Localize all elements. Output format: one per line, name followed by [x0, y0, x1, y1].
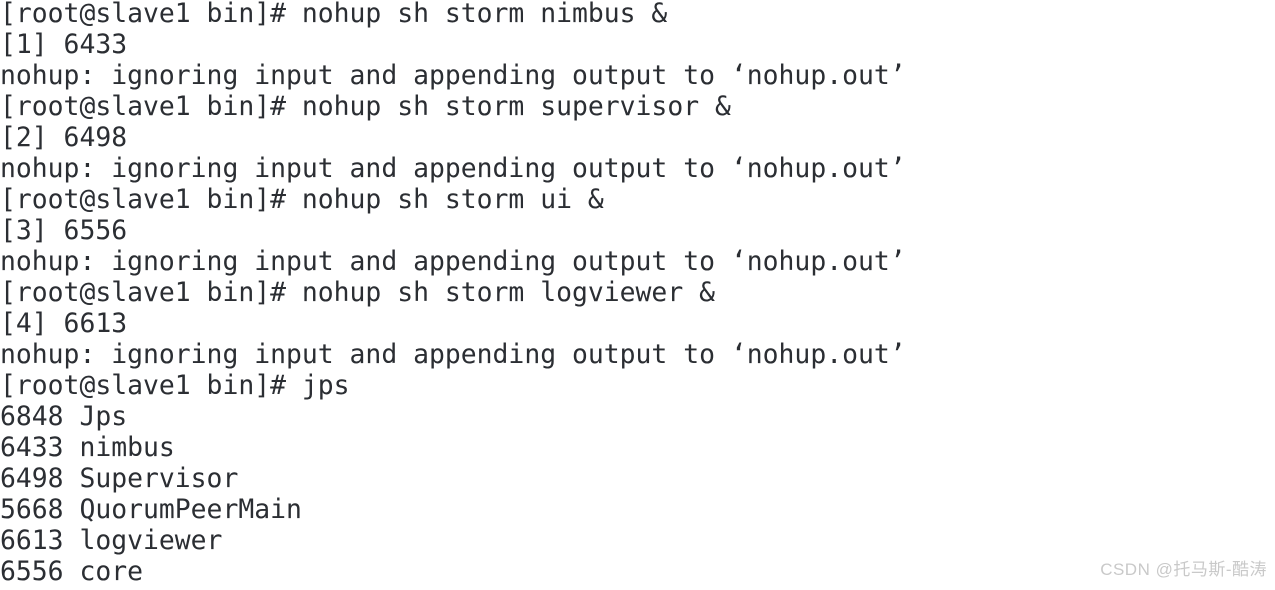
terminal-line: [root@slave1 bin]# nohup sh storm ui & [0, 184, 604, 215]
terminal-line: [root@slave1 bin]# nohup sh storm logvie… [0, 277, 715, 308]
terminal-line: [root@slave1 bin]# jps [0, 370, 350, 401]
terminal-line: [4] 6613 [0, 308, 128, 339]
terminal-line: nohup: ignoring input and appending outp… [0, 246, 906, 277]
terminal-line: [root@slave1 bin]# nohup sh storm superv… [0, 91, 731, 122]
terminal-line: [1] 6433 [0, 29, 128, 60]
terminal-line: 6433 nimbus [0, 432, 175, 463]
terminal-line: [2] 6498 [0, 122, 128, 153]
terminal-line: nohup: ignoring input and appending outp… [0, 339, 906, 370]
terminal-line: nohup: ignoring input and appending outp… [0, 153, 906, 184]
terminal-line: nohup: ignoring input and appending outp… [0, 60, 906, 91]
csdn-watermark: CSDN @托马斯-酷涛 [1100, 560, 1267, 579]
terminal-line: [root@slave1 bin]# nohup sh storm nimbus… [0, 0, 668, 29]
terminal-line: 5668 QuorumPeerMain [0, 494, 302, 525]
terminal-line: [3] 6556 [0, 215, 128, 246]
terminal-line: 6498 Supervisor [0, 463, 239, 494]
terminal-line: 6848 Jps [0, 401, 128, 432]
terminal-line: 6613 logviewer [0, 525, 223, 556]
terminal-line: 6556 core [0, 556, 143, 587]
